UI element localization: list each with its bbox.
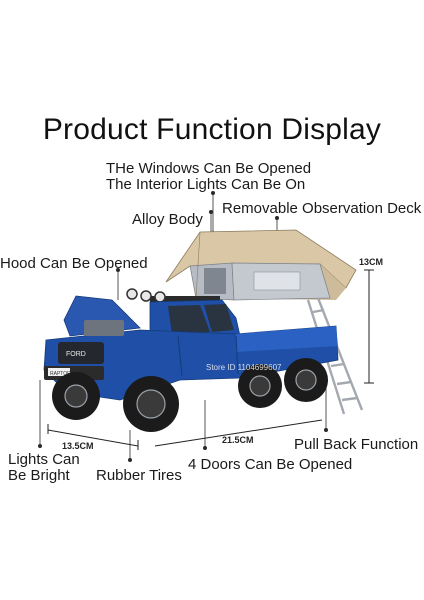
wheels <box>52 358 328 432</box>
raptor-badge: RAPTOR <box>50 371 71 377</box>
dimension-lines <box>47 269 374 450</box>
hood-label: Hood Can Be Opened <box>0 255 148 272</box>
grille-text: FORD <box>66 351 86 358</box>
windows-label: THe Windows Can Be Opened <box>106 160 312 177</box>
pull-back-label: Pull Back Function <box>294 436 419 453</box>
alloy-body-label: Alloy Body <box>132 211 203 228</box>
observation-deck-label: Removable Observation Deck <box>222 200 422 217</box>
doors-label: 4 Doors Can Be Opened <box>188 456 353 473</box>
roof-tent <box>165 229 357 301</box>
interior-lights-label: The Interior Lights Can Be On <box>106 176 306 193</box>
page-title: Product Function Display <box>42 113 382 146</box>
length-dimension: 21.5CM <box>222 435 254 445</box>
rubber-tires-label: Rubber Tires <box>96 467 182 484</box>
roof-rack <box>126 288 220 303</box>
width-dimension: 13.5CM <box>62 441 94 451</box>
lights-label-line2: Be Bright <box>8 467 70 484</box>
height-dimension: 13CM <box>359 257 384 267</box>
truck-body <box>43 295 339 401</box>
watermark: Store ID 1104699607 <box>206 363 282 372</box>
lights-label-line1: Lights Can <box>8 451 80 468</box>
